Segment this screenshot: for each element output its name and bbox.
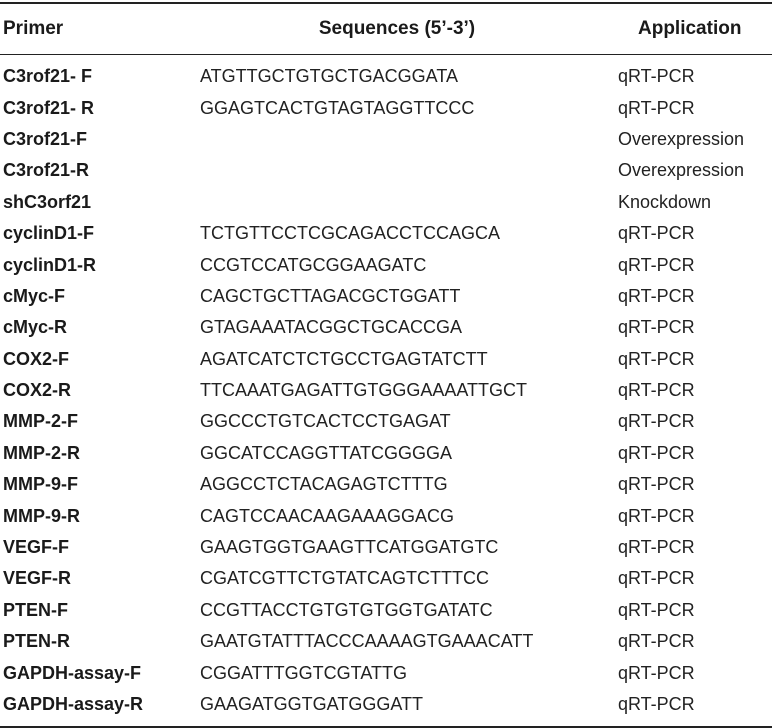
table-row: C3rof21-R Overexpression (0, 155, 772, 186)
application-cell: qRT-PCR (618, 97, 695, 118)
table-row: cyclinD1-R CCGTCCATGCGGAAGATC qRT-PCR (0, 249, 772, 280)
primer-cell: cyclinD1-R (3, 254, 97, 275)
application-cell: qRT-PCR (618, 694, 695, 714)
application-cell: qRT-PCR (618, 411, 695, 432)
sequence-cell: ATGTTGCTGTGCTGACGGATA (200, 66, 458, 87)
application-cell: qRT-PCR (618, 662, 695, 683)
sequence-cell: CAGCTGCTTAGACGCTGGATT (200, 285, 461, 306)
sequence-cell: GGCCCTGTCACTCCTGAGAT (200, 411, 451, 432)
sequence-cell: CGATCGTTCTGTATCAGTCTTTCC (200, 568, 489, 589)
table-row: MMP-2-R GGCATCCAGGTTATCGGGGA qRT-PCR (0, 438, 772, 469)
sequence-cell: GTAGAAATACGGCTGCACCGA (200, 317, 463, 338)
sequence-cell: AGGCCTCTACAGAGTCTTTG (200, 474, 448, 495)
application-cell: qRT-PCR (618, 317, 695, 338)
application-cell: qRT-PCR (618, 285, 695, 306)
primer-cell: PTEN-F (3, 599, 68, 620)
sequence-cell: GAATGTATTTACCCAAAAGTGAAACATT (200, 631, 534, 652)
primer-cell: cMyc-F (3, 285, 66, 306)
table-row: PTEN-R GAATGTATTTACCCAAAAGTGAAACATT qRT-PC… (0, 626, 772, 657)
header-sequence: Sequences (5’-3’) (318, 18, 476, 39)
table-row: MMP-9-R CAGTCCAACAAGAAAGGACG qRT-PCR (0, 500, 772, 531)
table-row: PTEN-F CCGTTACCTGTGTGTGGTGATATC qRT-PCR (0, 595, 772, 626)
application-cell: qRT-PCR (618, 442, 695, 463)
primer-cell: MMP-9-F (3, 474, 78, 495)
primer-cell: GAPDH-assay-F (3, 662, 142, 683)
primer-cell: shC3orf21 (3, 191, 92, 212)
primer-cell: COX2-F (3, 348, 70, 369)
sequence-cell: GGCATCCAGGTTATCGGGGA (200, 442, 452, 463)
application-cell: qRT-PCR (618, 537, 695, 558)
table-row: cMyc-F CAGCTGCTTAGACGCTGGATT qRT-PCR (0, 281, 772, 312)
primer-cell: C3rof21-F (3, 128, 88, 149)
primer-cell: MMP-9-R (3, 505, 80, 526)
application-cell: qRT-PCR (618, 348, 695, 369)
primer-cell: MMP-2-F (3, 411, 78, 432)
table-row: shC3orf21 Knockdown (0, 187, 772, 218)
sequence-cell: TTCAAATGAGATTGTGGGAAAATTGCT (200, 380, 528, 401)
table-row: cMyc-R GTAGAAATACGGCTGCACCGA qRT-PCR (0, 312, 772, 343)
sequence-cell: GAAGATGGTGATGGGATT (200, 694, 424, 714)
sequence-cell: TCTGTTCCTCGCAGACCTCCAGCA (200, 223, 500, 244)
table-row: COX2-R TTCAAATGAGATTGTGGGAAAATTGCT qRT-PCR (0, 375, 772, 406)
table-row: cyclinD1-F TCTGTTCCTCGCAGACCTCCAGCA qRT-PC… (0, 218, 772, 249)
sequence-cell: GAAGTGGTGAAGTTCATGGATGTC (200, 537, 499, 558)
application-cell: Overexpression (618, 128, 745, 149)
primer-table: Primer Sequences (5’-3’) Application (0, 4, 772, 54)
application-cell: qRT-PCR (618, 631, 695, 652)
table-row: MMP-2-F GGCCCTGTCACTCCTGAGAT qRT-PCR (0, 406, 772, 437)
header-row: Primer Sequences (5’-3’) Application (0, 4, 772, 54)
application-cell: qRT-PCR (618, 66, 695, 87)
table-top-rule (0, 2, 772, 4)
table-row: GAPDH-assay-R GAAGATGGTGATGGGATT qRT-PCR (0, 689, 772, 720)
header-primer: Primer (3, 18, 64, 39)
primer-cell: cMyc-R (3, 317, 68, 338)
application-cell: qRT-PCR (618, 505, 695, 526)
table-header-rule (0, 54, 772, 55)
sequence-cell: AGATCATCTCTGCCTGAGTATCTT (200, 348, 488, 369)
table-row: GAPDH-assay-F CGGATTTGGTCGTATTG qRT-PCR (0, 657, 772, 688)
application-cell: qRT-PCR (618, 223, 695, 244)
application-cell: qRT-PCR (618, 380, 695, 401)
application-cell: Overexpression (618, 160, 745, 181)
table-row: VEGF-F GAAGTGGTGAAGTTCATGGATGTC qRT-PCR (0, 532, 772, 563)
primer-cell: C3rof21- F (3, 66, 93, 87)
sequence-cell: CCGTCCATGCGGAAGATC (200, 254, 427, 275)
sequence-cell (197, 124, 615, 155)
primer-cell: GAPDH-assay-R (3, 694, 144, 714)
application-cell: Knockdown (618, 191, 712, 212)
application-cell: qRT-PCR (618, 474, 695, 495)
table-row: COX2-F AGATCATCTCTGCCTGAGTATCTT qRT-PCR (0, 344, 772, 375)
primer-cell: VEGF-R (3, 568, 72, 589)
table-row: C3rof21- F ATGTTGCTGTGCTGACGGATA qRT-PCR (0, 61, 772, 92)
table-header: Primer Sequences (5’-3’) Application (0, 4, 772, 54)
primer-cell: C3rof21- R (3, 97, 95, 118)
primer-cell: PTEN-R (3, 631, 70, 652)
application-cell: qRT-PCR (618, 568, 695, 589)
sequence-cell: CAGTCCAACAAGAAAGGACG (200, 505, 455, 526)
table-row: MMP-9-F AGGCCTCTACAGAGTCTTTG qRT-PCR (0, 469, 772, 500)
primer-cell: COX2-R (3, 380, 72, 401)
sequence-cell: CCGTTACCTGTGTGTGGTGATATC (200, 599, 493, 620)
sequence-cell (197, 155, 615, 186)
application-cell: qRT-PCR (618, 599, 695, 620)
primer-cell: MMP-2-R (3, 442, 80, 463)
sequence-cell: GGAGTCACTGTAGTAGGTTCCC (200, 97, 475, 118)
sequence-cell: CGGATTTGGTCGTATTG (200, 662, 407, 683)
header-application: Application (638, 18, 742, 39)
application-cell: qRT-PCR (618, 254, 695, 275)
table-row: C3rof21-F Overexpression (0, 124, 772, 155)
table-row: VEGF-R CGATCGTTCTGTATCAGTCTTTCC qRT-PCR (0, 563, 772, 594)
sequence-cell (197, 187, 615, 218)
primer-cell: C3rof21-R (3, 160, 90, 181)
table-row: C3rof21- R GGAGTCACTGTAGTAGGTTCCC qRT-PCR (0, 92, 772, 123)
primer-cell: VEGF-F (3, 537, 69, 558)
primer-cell: cyclinD1-F (3, 223, 95, 244)
